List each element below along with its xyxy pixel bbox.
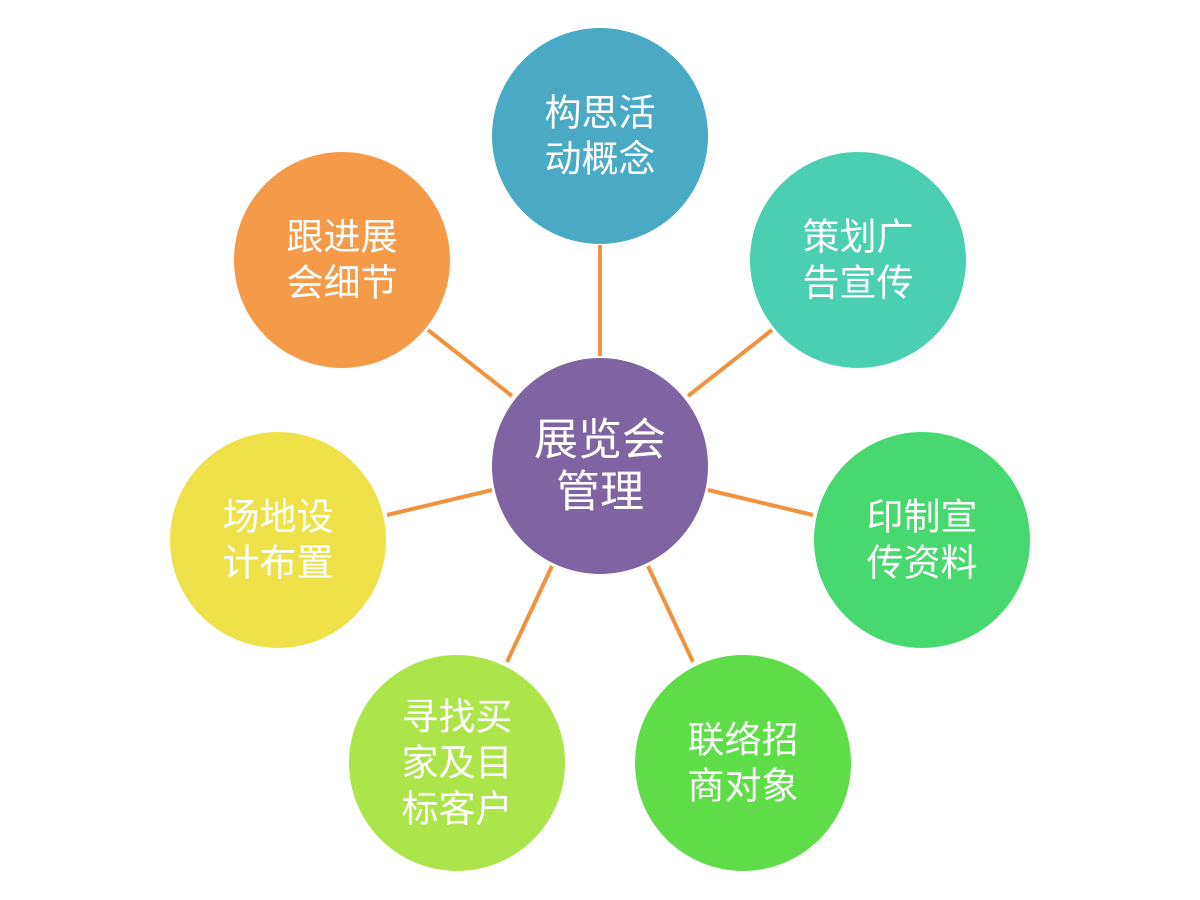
node-follow-details-circle [234, 152, 450, 368]
node-follow-details-label-line: 会细节 [287, 262, 398, 305]
node-venue-design-label-line: 计布置 [223, 542, 334, 585]
node-concept-circle [492, 28, 708, 244]
node-printing-label-line: 印制宣 [867, 496, 978, 539]
node-contact-merchants-label-line: 联络招 [688, 719, 799, 762]
link-contact-merchants [646, 565, 695, 663]
link-find-buyers [505, 565, 554, 663]
node-advertising-label-line: 告宣传 [803, 262, 914, 305]
node-find-buyers-circle [349, 655, 565, 871]
center-node-label-line: 展览会 [534, 415, 666, 466]
node-contact-merchants-circle [635, 655, 851, 871]
node-concept-label-line: 动概念 [545, 138, 656, 181]
center-node-label-line: 管理 [556, 467, 644, 518]
node-venue-design-label-line: 场地设 [223, 496, 334, 539]
node-advertising-label-line: 策划广 [803, 216, 914, 259]
node-find-buyers-label-line: 寻找买 [402, 696, 513, 739]
node-contact-merchants-label-line: 商对象 [688, 765, 799, 808]
node-follow-details-label-line: 跟进展 [287, 216, 398, 259]
link-venue-design [386, 488, 493, 517]
links [386, 245, 814, 663]
link-advertising [686, 328, 774, 398]
node-venue-design-circle [170, 432, 386, 648]
node-find-buyers-label-line: 标客户 [402, 788, 513, 831]
center-node-circle [492, 358, 708, 574]
node-printing-circle [814, 432, 1030, 648]
link-printing [707, 488, 814, 517]
node-advertising-circle [750, 152, 966, 368]
node-printing-label-line: 传资料 [867, 542, 978, 585]
node-concept-label-line: 构思活 [545, 92, 656, 135]
node-find-buyers-label-line: 家及目 [402, 742, 513, 785]
link-follow-details [426, 328, 514, 398]
